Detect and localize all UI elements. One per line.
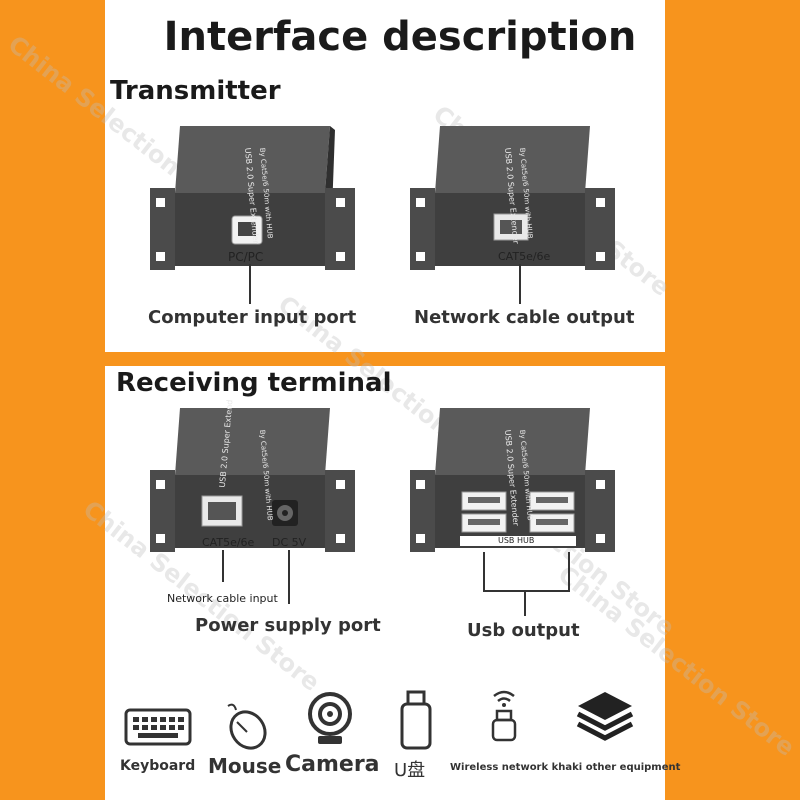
callout-line bbox=[288, 550, 290, 604]
usb-drive-icon bbox=[400, 690, 432, 750]
wireless-label: Wireless network khaki other equipment bbox=[450, 762, 681, 773]
callout-line bbox=[568, 552, 570, 592]
callout-line bbox=[222, 550, 224, 582]
computer-input-label: Computer input port bbox=[148, 307, 357, 328]
mouse-label: Mouse bbox=[208, 754, 282, 778]
usb-hub-text: USB HUB bbox=[498, 536, 535, 545]
camera-label: Camera bbox=[285, 752, 380, 777]
receiver-device-right: USB 2.0 Super Extender By Cat5e/6 50m wi… bbox=[410, 408, 615, 552]
network-output-label: Network cable output bbox=[414, 307, 635, 328]
transmitter-device-left: USB 2.0 Super Extender By Cat5e/6 50m wi… bbox=[150, 126, 355, 270]
port-text-dc: DC 5V bbox=[272, 536, 307, 549]
camera-icon bbox=[308, 692, 352, 744]
port-text-pc: PC/PC bbox=[228, 250, 264, 264]
mouse-icon bbox=[227, 703, 267, 750]
network-input-label: Network cable input bbox=[167, 592, 278, 605]
keyboard-icon bbox=[124, 708, 192, 746]
callout-line bbox=[524, 590, 526, 616]
page-title: Interface description bbox=[163, 14, 637, 60]
wireless-dongle-icon bbox=[491, 690, 517, 742]
port-text-cat: CAT5e/6e bbox=[498, 250, 551, 263]
keyboard-label: Keyboard bbox=[120, 758, 196, 774]
u-disk-label: U盘 bbox=[394, 760, 426, 781]
power-supply-label: Power supply port bbox=[195, 615, 381, 636]
callout-line bbox=[483, 552, 485, 592]
usb-output-label: Usb output bbox=[467, 620, 580, 641]
layers-icon bbox=[576, 692, 634, 741]
receiver-device-left: USB 2.0 Super Extender By Cat5e/6 50m wi… bbox=[150, 400, 355, 552]
devices-panel bbox=[105, 676, 665, 800]
transmitter-heading: Transmitter bbox=[110, 76, 281, 106]
transmitter-device-right: USB 2.0 Super Extender By Cat5e/6 50m wi… bbox=[410, 126, 615, 270]
callout-line bbox=[249, 264, 251, 304]
port-text-cat: CAT5e/6e bbox=[202, 536, 255, 549]
callout-line bbox=[483, 590, 569, 592]
receiver-heading: Receiving terminal bbox=[116, 368, 392, 398]
callout-line bbox=[519, 264, 521, 304]
